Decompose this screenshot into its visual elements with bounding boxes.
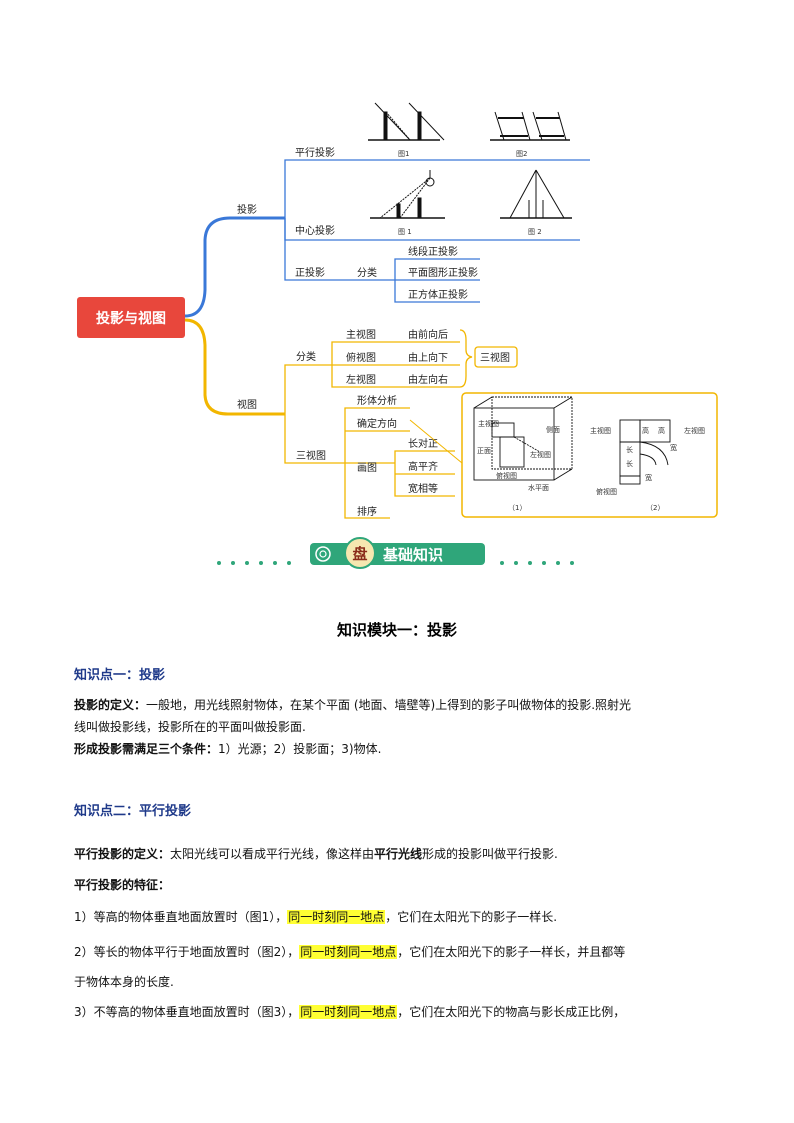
central-fig1-caption: 图 1	[398, 228, 412, 236]
view-classify-label: 分类	[296, 350, 316, 363]
view-label: 视图	[237, 398, 257, 411]
parallel-fig1	[368, 102, 445, 141]
cube-main: 主视图	[478, 419, 499, 428]
central-fig1	[370, 170, 445, 219]
banner-dots-right	[500, 561, 574, 565]
kp2-definition: 平行投影的定义：太阳光线可以看成平行光线，像这样由平行光线形成的投影叫做平行投影…	[74, 843, 724, 865]
cube-side: 侧面	[546, 425, 560, 434]
three-view-box	[474, 346, 518, 368]
kp1-title: 知识点一：投影	[74, 668, 166, 683]
branch-view-line	[184, 318, 285, 416]
views-layout-diagram	[619, 419, 671, 485]
view-top: 俯视图	[346, 351, 376, 364]
cube-caption: （1）	[508, 504, 526, 512]
kp2-def-bold: 平行光线	[374, 847, 423, 861]
kp1-cond-text: 1）光源；2）投影面；3)物体.	[218, 742, 382, 756]
layout-long: 长	[626, 445, 633, 454]
three-view-branch-label: 三视图	[296, 449, 326, 462]
layout-high2: 高	[658, 426, 665, 435]
kp1-def-label: 投影的定义：	[74, 698, 147, 712]
ortho-type-2: 平面图形正投影	[408, 266, 478, 279]
ortho-type-1: 线段正投影	[408, 245, 458, 258]
kp2-title: 知识点二：平行投影	[74, 804, 192, 819]
central-fig2	[500, 169, 572, 219]
kp2-feature-2: 2）等长的物体平行于地面放置时（图2），同一时刻同一地点，它们在太阳光下的影子一…	[74, 937, 724, 997]
kp2-feature-label: 平行投影的特征：	[74, 874, 724, 896]
kp2-feature-1: 1）等高的物体垂直地面放置时（图1），同一时刻同一地点，它们在太阳光下的影子一样…	[74, 906, 724, 928]
rule-long: 长对正	[408, 437, 438, 450]
parallel-fig2	[490, 111, 570, 141]
f3-highlight: 同一时刻同一地点	[299, 1005, 398, 1019]
kp1-definition: 投影的定义：一般地，用光线照射物体，在某个平面 (地面、墙壁等)上得到的影子叫做…	[74, 694, 724, 760]
rule-wide: 宽相等	[408, 482, 438, 495]
layout-long2: 长	[626, 459, 633, 468]
kp2-def-text-b: 形成的投影叫做平行投影.	[422, 847, 558, 861]
view-left: 左视图	[346, 373, 376, 386]
layout-main: 主视图	[590, 426, 611, 435]
kp1-def-text: 一般地，用光线照射物体，在某个平面 (地面、墙壁等)上得到的影子叫做物体的投影.…	[146, 698, 632, 712]
f1-highlight: 同一时刻同一地点	[287, 910, 386, 924]
parallel-fig2-caption: 图2	[516, 150, 527, 158]
layout-wide: 宽	[670, 443, 677, 452]
mindmap-root-label: 投影与视图	[96, 310, 166, 327]
layout-left: 左视图	[684, 426, 705, 435]
step-analyze: 形体分析	[357, 394, 397, 407]
f2-b: ，它们在太阳光下的影子一样长，并且都等	[397, 945, 626, 959]
layout-top: 俯视图	[596, 487, 617, 496]
orthographic-label: 正投影	[295, 266, 325, 279]
mindmap-root-box	[77, 297, 185, 338]
f2-a: 2）等长的物体平行于地面放置时（图2），	[74, 945, 300, 959]
cube-front: 正面	[477, 447, 491, 455]
central-projection-label: 中心投影	[295, 224, 335, 237]
dir-left: 由左向右	[408, 373, 448, 386]
layout-caption: （2）	[646, 504, 664, 512]
layout-high1: 高	[642, 426, 649, 435]
cube-left: 左视图	[530, 450, 551, 459]
f2-highlight: 同一时刻同一地点	[299, 945, 398, 959]
step-direction: 确定方向	[357, 417, 397, 430]
dir-front: 由前向后	[408, 328, 448, 341]
ortho-classify-label: 分类	[357, 266, 377, 279]
f3-a: 3）不等高的物体垂直地面放置时（图3），	[74, 1005, 300, 1019]
view-main: 主视图	[346, 328, 376, 341]
layout-wide2: 宽	[645, 473, 652, 482]
module-title: 知识模块一：投影	[336, 621, 457, 639]
parallel-fig1-caption: 图1	[398, 150, 409, 158]
banner-icon-char: 盘	[352, 545, 367, 563]
kp2-def-label: 平行投影的定义：	[74, 847, 171, 861]
cube-ground: 水平面	[528, 483, 549, 492]
step-order: 排序	[357, 505, 377, 518]
f3-b: ，它们在太阳光下的物高与影长成正比例，	[397, 1005, 626, 1019]
f1-a: 1）等高的物体垂直地面放置时（图1），	[74, 910, 288, 924]
banner-text: 基础知识	[382, 546, 443, 564]
projection-label: 投影	[237, 203, 257, 216]
kp2-feature-3: 3）不等高的物体垂直地面放置时（图3），同一时刻同一地点，它们在太阳光下的物高与…	[74, 1001, 724, 1023]
kp1-def-text2: 线叫做投影线，投影所在的平面叫做投影面.	[74, 720, 306, 734]
ortho-type-3: 正方体正投影	[408, 288, 468, 301]
branch-projection-line	[184, 216, 285, 318]
parallel-projection-label: 平行投影	[295, 146, 335, 159]
three-view-label: 三视图	[480, 351, 510, 364]
three-view-diagram-box	[461, 392, 718, 518]
dir-top: 由上向下	[408, 351, 448, 364]
f2-c: 于物体本身的长度.	[74, 975, 174, 989]
f1-b: ，它们在太阳光下的影子一样长.	[385, 910, 558, 924]
central-fig2-caption: 图 2	[528, 228, 542, 236]
cube-top: 俯视图	[496, 471, 517, 480]
mind-map: 投影与视图 投影 视图 平行投影 中心投影 正投影 分类 线段正投影 平面图形正…	[77, 102, 718, 519]
kp2-def-text-a: 太阳光线可以看成平行光线，像这样由	[170, 847, 375, 861]
banner-dots-left	[217, 561, 291, 565]
step-draw: 画图	[357, 462, 377, 474]
rule-high: 高平齐	[408, 460, 438, 473]
target-icon	[315, 546, 331, 562]
kp1-cond-label: 形成投影需满足三个条件：	[74, 742, 219, 756]
kp2-feat-label: 平行投影的特征：	[74, 878, 171, 892]
section-banner: 盘 基础知识	[215, 537, 580, 569]
cube-diagram	[473, 396, 573, 481]
